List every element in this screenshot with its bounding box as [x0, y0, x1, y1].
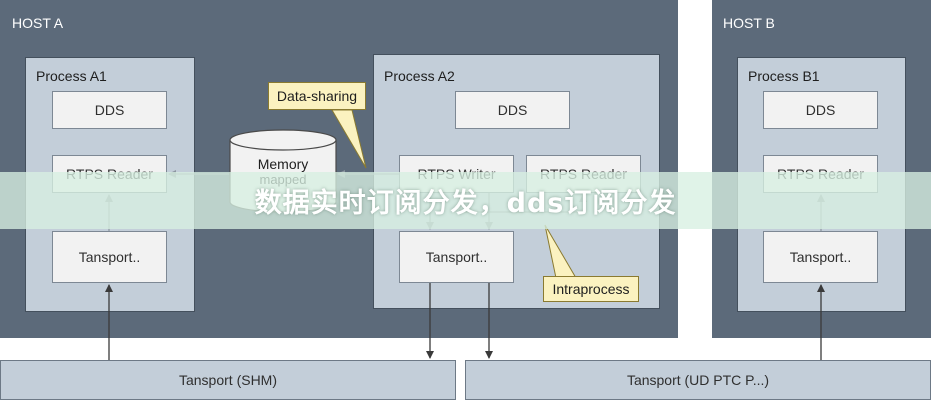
b1-transport-label: Tansport..	[789, 249, 852, 265]
process-a1-label: Process A1	[36, 68, 107, 84]
a1-dds-label: DDS	[94, 102, 125, 118]
a2-dds-label: DDS	[497, 102, 528, 118]
process-b1-label: Process B1	[748, 68, 820, 84]
b1-dds-label: DDS	[805, 102, 836, 118]
process-a2-label: Process A2	[384, 68, 455, 84]
intraprocess-callout: Intraprocess	[543, 276, 639, 302]
watermark-banner: 数据实时订阅分发，dds订阅分发	[0, 172, 931, 229]
data-sharing-callout: Data-sharing	[268, 82, 366, 110]
watermark-text: 数据实时订阅分发，dds订阅分发	[254, 188, 677, 219]
transport-udp-bar: Tansport (UD PTC P...)	[465, 360, 931, 400]
transport-shm-bar: Tansport (SHM)	[0, 360, 456, 400]
b1-dds-box: DDS	[763, 91, 878, 129]
transport-shm-label: Tansport (SHM)	[178, 372, 278, 388]
host-a-label: HOST A	[12, 15, 64, 31]
host-b-label: HOST B	[723, 15, 775, 31]
intraprocess-label: Intraprocess	[552, 281, 630, 297]
a2-dds-box: DDS	[455, 91, 570, 129]
memory-line1: Memory	[257, 156, 309, 172]
data-sharing-pointer	[331, 109, 367, 169]
a1-transport-label: Tansport..	[78, 249, 141, 265]
a2-transport-box: Tansport..	[399, 231, 514, 283]
b1-transport-box: Tansport..	[763, 231, 878, 283]
data-sharing-label: Data-sharing	[276, 88, 358, 104]
a2-transport-label: Tansport..	[425, 249, 488, 265]
a1-transport-box: Tansport..	[52, 231, 167, 283]
a1-dds-box: DDS	[52, 91, 167, 129]
intraprocess-pointer	[544, 224, 577, 279]
transport-udp-label: Tansport (UD PTC P...)	[626, 372, 770, 388]
